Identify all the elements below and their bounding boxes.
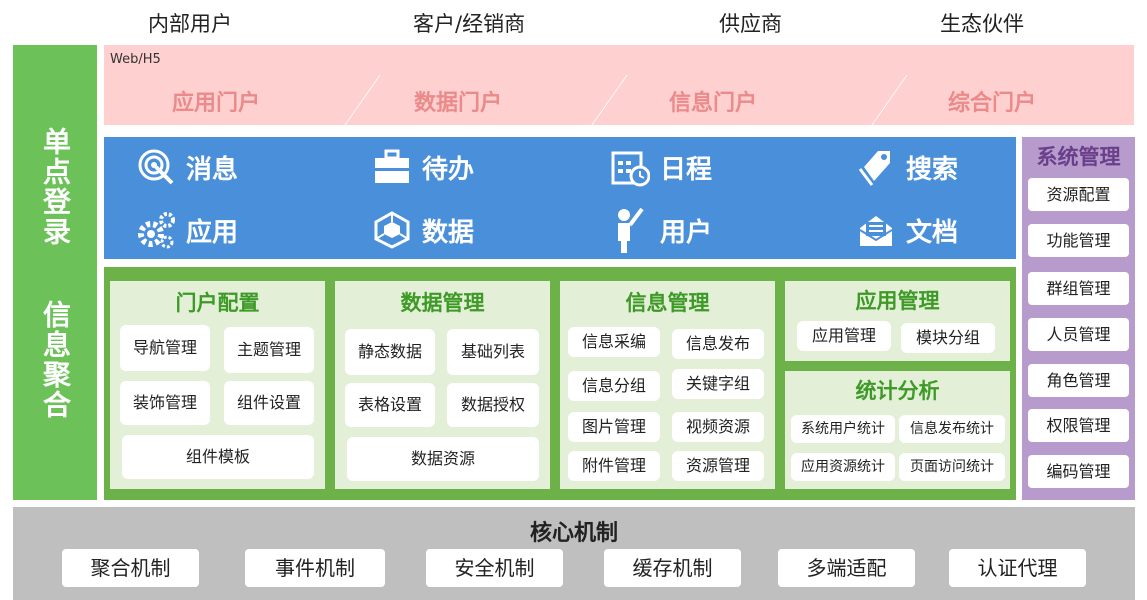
core-mechanism-band: 核心机制 聚合机制 事件机制 安全机制 缓存机制 多端适配 认证代理 [13, 507, 1135, 600]
btn-static-data[interactable]: 静态数据 [345, 329, 435, 375]
panel-info-mgmt-title: 信息管理 [625, 291, 710, 315]
func-application-label: 应用 [186, 217, 239, 248]
portal-data: 数据门户 [414, 91, 503, 116]
btn-theme-mgmt[interactable]: 主题管理 [224, 327, 314, 373]
gears-icon [138, 212, 175, 249]
func-message-label: 消息 [186, 154, 239, 185]
system-management-panel: 系统管理 资源配置 功能管理 群组管理 人员管理 角色管理 权限管理 编码管理 [1022, 137, 1135, 500]
func-data: 数据 [372, 210, 474, 250]
btn-info-publish-stats[interactable]: 信息发布统计 [899, 415, 1005, 443]
btn-video-resources[interactable]: 视频资源 [672, 412, 764, 442]
core-mechanism-title: 核心机制 [529, 521, 618, 546]
btn-attachment-mgmt[interactable]: 附件管理 [568, 451, 660, 481]
func-schedule-label: 日程 [660, 154, 713, 185]
audience-suppliers: 供应商 [719, 12, 782, 36]
portal-separator [344, 75, 381, 125]
sys-personnel-mgmt[interactable]: 人员管理 [1028, 318, 1129, 351]
func-message: 消息 [136, 147, 238, 187]
portal-app: 应用门户 [172, 91, 261, 116]
portal-composite: 综合门户 [948, 91, 1037, 116]
btn-data-resources[interactable]: 数据资源 [347, 437, 539, 481]
sys-role-mgmt[interactable]: 角色管理 [1028, 364, 1129, 397]
btn-event-mechanism[interactable]: 事件机制 [245, 549, 385, 587]
btn-cache-mechanism[interactable]: 缓存机制 [604, 549, 741, 587]
panel-statistics-title: 统计分析 [855, 379, 940, 403]
panel-portal-config: 门户配置 导航管理 主题管理 装饰管理 组件设置 组件模板 [110, 281, 325, 489]
panel-info-mgmt: 信息管理 信息采编 信息发布 信息分组 关键字组 图片管理 视频资源 附件管理 … [560, 281, 775, 489]
func-search-label: 搜索 [906, 154, 959, 185]
sys-permission-mgmt[interactable]: 权限管理 [1028, 409, 1129, 442]
audience-ecosystem-partners: 生态伙伴 [940, 12, 1024, 36]
info-aggregation-label: 信息聚合 [39, 300, 72, 420]
btn-info-editing[interactable]: 信息采编 [568, 327, 660, 357]
btn-auth-proxy[interactable]: 认证代理 [949, 549, 1086, 587]
portal-tag: Web/H5 [110, 52, 161, 67]
btn-resource-mgmt[interactable]: 资源管理 [672, 451, 764, 481]
func-search: 搜索 [856, 147, 958, 187]
tag-icon [858, 151, 890, 186]
btn-aggregation-mechanism[interactable]: 聚合机制 [62, 549, 199, 587]
user-figure-icon [618, 207, 644, 253]
btn-navigation-mgmt[interactable]: 导航管理 [120, 325, 210, 371]
func-application: 应用 [136, 210, 238, 250]
portal-info: 信息门户 [669, 91, 758, 116]
audience-customers-dealers: 客户/经销商 [413, 12, 526, 36]
btn-decoration-mgmt[interactable]: 装饰管理 [120, 381, 210, 425]
btn-info-grouping[interactable]: 信息分组 [568, 371, 660, 401]
sys-resource-config[interactable]: 资源配置 [1028, 178, 1129, 211]
btn-app-mgmt[interactable]: 应用管理 [797, 321, 891, 351]
panel-portal-config-title: 门户配置 [175, 291, 260, 315]
sys-code-mgmt[interactable]: 编码管理 [1028, 455, 1129, 488]
briefcase-icon [375, 149, 409, 183]
func-data-label: 数据 [422, 217, 475, 248]
audience-internal-users: 内部用户 [148, 12, 232, 36]
mail-doc-icon [859, 216, 893, 246]
calendar-clock-icon [611, 151, 650, 187]
portal-band: Web/H5 应用门户 数据门户 信息门户 综合门户 [104, 45, 1134, 125]
management-area: 门户配置 导航管理 主题管理 装饰管理 组件设置 组件模板 数据管理 静态数据 … [104, 267, 1016, 500]
target-icon [138, 149, 174, 185]
sso-label: 单点登录 [39, 127, 72, 247]
system-management-title: 系统管理 [1036, 145, 1121, 169]
panel-data-mgmt: 数据管理 静态数据 基础列表 表格设置 数据授权 数据资源 [335, 281, 550, 489]
btn-app-resource-stats[interactable]: 应用资源统计 [791, 453, 895, 481]
portal-separator [591, 75, 628, 125]
btn-system-user-stats[interactable]: 系统用户统计 [791, 415, 895, 443]
sso-column: 单点登录 信息聚合 [13, 45, 97, 500]
cube-icon [374, 211, 410, 249]
btn-security-mechanism[interactable]: 安全机制 [426, 549, 563, 587]
btn-info-publish[interactable]: 信息发布 [672, 329, 764, 359]
sys-function-mgmt[interactable]: 功能管理 [1028, 224, 1129, 257]
panel-app-mgmt-title: 应用管理 [855, 289, 940, 313]
btn-image-mgmt[interactable]: 图片管理 [568, 412, 660, 442]
func-document: 文档 [856, 210, 958, 250]
func-user-label: 用户 [660, 217, 713, 248]
btn-basic-list[interactable]: 基础列表 [447, 329, 539, 375]
func-todo-label: 待办 [422, 154, 475, 185]
btn-module-group[interactable]: 模块分组 [901, 323, 995, 353]
func-todo: 待办 [372, 147, 474, 187]
btn-data-authorization[interactable]: 数据授权 [447, 383, 539, 427]
panel-data-mgmt-title: 数据管理 [400, 291, 485, 315]
portal-separator [871, 75, 908, 125]
panel-app-mgmt: 应用管理 应用管理 模块分组 [785, 281, 1010, 361]
btn-page-visit-stats[interactable]: 页面访问统计 [899, 453, 1005, 481]
btn-component-template[interactable]: 组件模板 [122, 435, 314, 479]
function-band: 消息 待办 日程 搜索 [104, 137, 1016, 259]
btn-table-settings[interactable]: 表格设置 [345, 383, 435, 427]
sys-group-mgmt[interactable]: 群组管理 [1028, 272, 1129, 305]
btn-keyword-group[interactable]: 关键字组 [672, 369, 764, 399]
func-user: 用户 [610, 205, 712, 255]
func-document-label: 文档 [906, 217, 959, 248]
panel-statistics: 统计分析 系统用户统计 信息发布统计 应用资源统计 页面访问统计 [785, 371, 1010, 489]
btn-component-settings[interactable]: 组件设置 [224, 381, 314, 425]
func-schedule: 日程 [610, 147, 712, 187]
btn-multi-terminal[interactable]: 多端适配 [778, 549, 915, 587]
